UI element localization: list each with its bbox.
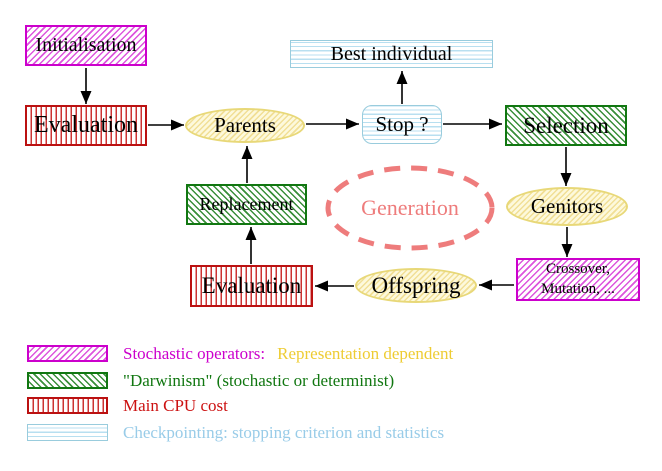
node-best-individual: Best individual xyxy=(290,40,493,68)
legend-label-stochastic-operators: Stochastic operators: Representation dep… xyxy=(123,344,453,364)
generation-label: Generation xyxy=(361,195,459,220)
node-genitors: Genitors xyxy=(506,187,628,226)
legend-label-darwinism: "Darwinism" (stochastic or determinist) xyxy=(123,371,395,390)
legend-swatch-checkpointing xyxy=(27,424,108,441)
legend-label-checkpointing: Checkpointing: stopping criterion and st… xyxy=(123,423,445,442)
node-selection: Selection xyxy=(505,105,627,146)
node-offspring: Offspring xyxy=(355,268,477,303)
legend-label-main-cpu-cost: Main CPU cost xyxy=(123,396,228,415)
legend-text-representation: Representation dependent xyxy=(277,344,454,363)
node-evaluation-top: Evaluation xyxy=(25,105,147,146)
node-evaluation-bottom: Evaluation xyxy=(190,265,313,307)
node-replacement: Replacement xyxy=(186,184,307,225)
node-stop: Stop ? xyxy=(362,105,442,144)
legend-swatch-stochastic-operators xyxy=(27,345,108,362)
crossover-line-2: Mutation, ... xyxy=(541,280,615,297)
node-parents: Parents xyxy=(185,108,305,143)
legend-swatch-main-cpu-cost xyxy=(27,397,108,414)
generation-dashed-ellipse xyxy=(325,165,495,251)
legend-text-stochastic: Stochastic operators: xyxy=(123,344,266,363)
crossover-line-1: Crossover, xyxy=(546,261,610,277)
node-crossover-mutation: Crossover, Mutation, ... xyxy=(516,258,640,301)
node-initialisation: Initialisation xyxy=(25,25,147,66)
legend-swatch-darwinism xyxy=(27,372,108,389)
